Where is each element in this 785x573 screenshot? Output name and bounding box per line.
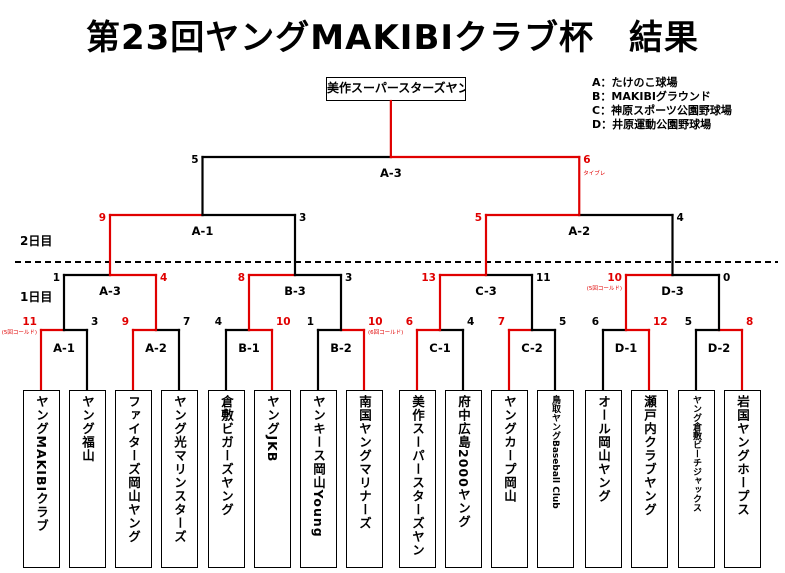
team-box: 岩国ヤングホープス bbox=[724, 390, 761, 568]
r1-match-label-4: C-1 bbox=[429, 341, 450, 355]
team-box: 鳥取ヤングBaseball Club bbox=[537, 390, 574, 568]
team-box: 倉敷ビガーズヤング bbox=[208, 390, 245, 568]
team-name: ヤンキース岡山Young bbox=[311, 395, 326, 538]
r2-score-right-1: 3 bbox=[345, 272, 352, 284]
team-name: ヤングカープ岡山 bbox=[502, 395, 517, 503]
legend-item-b: B：MAKIBIグラウンド bbox=[592, 90, 711, 103]
team-name: 瀬戸内クラブヤング bbox=[642, 395, 657, 517]
r3-match-label-0: A-1 bbox=[192, 224, 214, 238]
r1-score-right-1: 7 bbox=[183, 316, 190, 328]
r1-score-right-7: 8 bbox=[746, 316, 753, 328]
r1-match-label-7: D-2 bbox=[708, 341, 731, 355]
r1-score-right-6: 12 bbox=[653, 316, 668, 328]
r3-score-right-0: 3 bbox=[299, 212, 306, 224]
r2-score-left-1: 8 bbox=[238, 272, 245, 284]
team-box: オール岡山ヤング bbox=[585, 390, 622, 568]
r3-score-right-1: 4 bbox=[677, 212, 684, 224]
r1-score-right-4: 4 bbox=[467, 316, 474, 328]
r2-score-right-2: 11 bbox=[536, 272, 551, 284]
r3-score-left-1: 5 bbox=[475, 212, 482, 224]
team-name: ヤングMAKIBIクラブ bbox=[34, 395, 49, 533]
team-name: 鳥取ヤングBaseball Club bbox=[550, 395, 560, 509]
team-box: ヤンキース岡山Young bbox=[300, 390, 337, 568]
r2-match-label-3: D-3 bbox=[661, 284, 684, 298]
r2-match-label-2: C-3 bbox=[475, 284, 496, 298]
team-name: 岩国ヤングホープス bbox=[735, 395, 750, 517]
team-name: 美作スーパースターズヤン bbox=[410, 395, 425, 557]
team-name: 南国ヤングマリナーズ bbox=[357, 395, 372, 530]
team-box: ヤング光マリンスターズ bbox=[161, 390, 198, 568]
r2-score-right-3: 0 bbox=[723, 272, 730, 284]
r1-score-left-5: 7 bbox=[498, 316, 505, 328]
r2-score-left-2: 13 bbox=[421, 272, 436, 284]
final-score-left: 5 bbox=[191, 154, 198, 166]
r1-match-label-0: A-1 bbox=[53, 341, 75, 355]
team-name: ファイターズ岡山ヤング bbox=[126, 395, 141, 544]
legend-item-a: A：たけのこ球場 bbox=[592, 76, 678, 89]
final-match-label: A-3 bbox=[380, 166, 402, 180]
r1-score-left-3: 1 bbox=[307, 316, 314, 328]
r1-note-0: (5回コールド) bbox=[2, 329, 37, 336]
r1-note-3: (6回コールド) bbox=[368, 329, 403, 336]
champion-box: 美作スーパースターズヤング bbox=[326, 77, 466, 101]
r1-score-right-5: 5 bbox=[559, 316, 566, 328]
legend-item-c: C：神原スポーツ公園野球場 bbox=[592, 104, 732, 117]
team-box: ヤング倉敷ビーチジャックス bbox=[678, 390, 715, 568]
page-title: 第23回ヤングMAKIBIクラブ杯 結果 bbox=[85, 18, 700, 58]
team-box: ヤングMAKIBIクラブ bbox=[23, 390, 60, 568]
team-box: ファイターズ岡山ヤング bbox=[115, 390, 152, 568]
r2-match-label-0: A-3 bbox=[99, 284, 121, 298]
final-score-right: 6 bbox=[583, 154, 590, 166]
r1-score-left-6: 6 bbox=[592, 316, 599, 328]
r1-score-left-0: 11 bbox=[22, 316, 37, 328]
r1-score-left-1: 9 bbox=[122, 316, 129, 328]
team-box: ヤング福山 bbox=[69, 390, 106, 568]
team-box: 府中広島2000ヤング bbox=[445, 390, 482, 568]
r2-match-label-1: B-3 bbox=[284, 284, 306, 298]
team-name: 倉敷ビガーズヤング bbox=[219, 395, 234, 517]
r2-score-left-0: 1 bbox=[53, 272, 60, 284]
day1-label: 1日目 bbox=[20, 290, 53, 304]
r1-score-right-0: 3 bbox=[91, 316, 98, 328]
team-name: ヤングJKB bbox=[265, 395, 280, 463]
team-name: ヤング福山 bbox=[80, 395, 95, 463]
r1-score-right-2: 10 bbox=[276, 316, 291, 328]
team-name: ヤング倉敷ビーチジャックス bbox=[691, 395, 701, 512]
r2-score-right-0: 4 bbox=[160, 272, 167, 284]
r2-note-3: (5回コールド) bbox=[587, 285, 622, 292]
team-name: ヤング光マリンスターズ bbox=[172, 395, 187, 544]
r1-score-right-3: 10 bbox=[368, 316, 383, 328]
r2-score-left-3: 10 bbox=[607, 272, 622, 284]
r1-score-left-4: 6 bbox=[406, 316, 413, 328]
r1-match-label-6: D-1 bbox=[615, 341, 638, 355]
team-name: 府中広島2000ヤング bbox=[456, 395, 471, 529]
team-box: ヤングカープ岡山 bbox=[491, 390, 528, 568]
day2-label: 2日目 bbox=[20, 234, 53, 248]
team-box: 南国ヤングマリナーズ bbox=[346, 390, 383, 568]
team-box: 美作スーパースターズヤン bbox=[399, 390, 436, 568]
team-box: 瀬戸内クラブヤング bbox=[631, 390, 668, 568]
r3-score-left-0: 9 bbox=[99, 212, 106, 224]
r1-match-label-1: A-2 bbox=[145, 341, 167, 355]
team-box: ヤングJKB bbox=[254, 390, 291, 568]
r1-match-label-2: B-1 bbox=[238, 341, 260, 355]
r1-match-label-3: B-2 bbox=[330, 341, 352, 355]
r1-score-left-2: 4 bbox=[215, 316, 222, 328]
team-name: オール岡山ヤング bbox=[596, 395, 611, 503]
r1-match-label-5: C-2 bbox=[521, 341, 542, 355]
final-note: タイブレ bbox=[583, 169, 605, 177]
legend-item-d: D：井原運動公園野球場 bbox=[592, 118, 712, 131]
r1-score-left-7: 5 bbox=[685, 316, 692, 328]
venue-legend: A：たけのこ球場 B：MAKIBIグラウンド C：神原スポーツ公園野球場 D：井… bbox=[592, 76, 732, 132]
r3-match-label-1: A-2 bbox=[568, 224, 590, 238]
